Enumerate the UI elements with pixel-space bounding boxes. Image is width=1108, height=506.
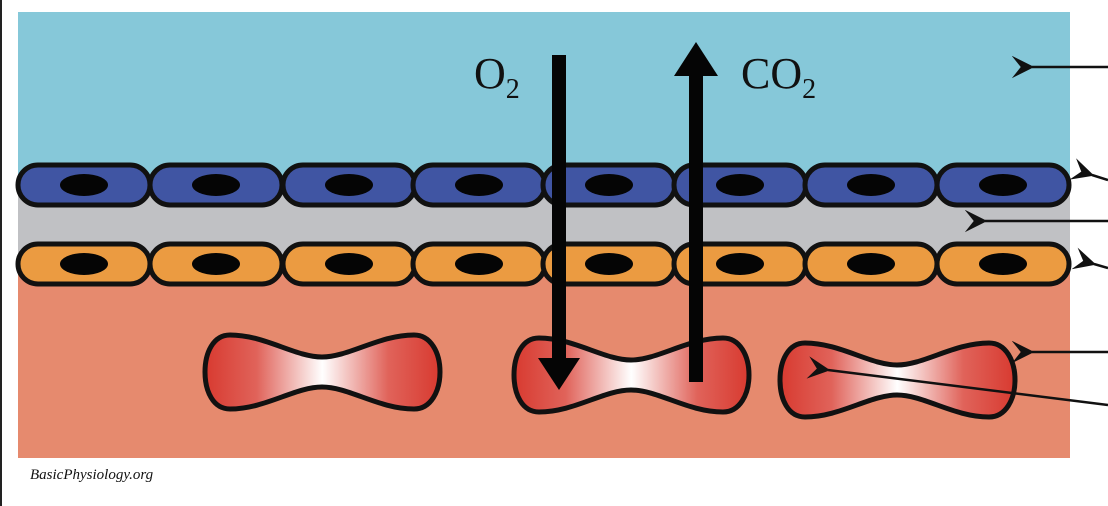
oxygen-diffusion-arrow: [538, 55, 580, 390]
cell-nucleus-icon: [847, 253, 895, 275]
cell-nucleus-icon: [585, 253, 633, 275]
oxygen-label: O2: [474, 49, 520, 105]
cell-nucleus-icon: [585, 174, 633, 196]
alveolar-space: [18, 12, 1070, 184]
cell-nucleus-icon: [979, 253, 1027, 275]
red-blood-cell-icon: [777, 340, 1018, 420]
label-pointers: [806, 55, 1108, 407]
capillary-endothelium: [15, 241, 1072, 287]
cell-nucleus-icon: [325, 174, 373, 196]
cell-nucleus-icon: [192, 174, 240, 196]
red-blood-cell-icon: [202, 332, 443, 412]
source-credit: BasicPhysiology.org: [30, 467, 154, 483]
cell-nucleus-icon: [455, 253, 503, 275]
pointer-epithelium: [1069, 158, 1108, 182]
alveolar-epithelium: [15, 162, 1072, 208]
cell-nucleus-icon: [60, 174, 108, 196]
cell-nucleus-icon: [192, 253, 240, 275]
cell-nucleus-icon: [716, 253, 764, 275]
red-blood-cells: [202, 332, 1018, 420]
cell-nucleus-icon: [716, 174, 764, 196]
image-left-border: [0, 0, 2, 506]
cell-nucleus-icon: [979, 174, 1027, 196]
co2-diffusion-arrow: [674, 42, 718, 382]
co2-label: CO2: [741, 49, 816, 105]
cell-nucleus-icon: [455, 174, 503, 196]
pointer-endothelium: [1071, 247, 1108, 270]
cell-nucleus-icon: [325, 253, 373, 275]
cell-nucleus-icon: [60, 253, 108, 275]
pointer-red-blood-cell: [806, 356, 1108, 407]
cell-nucleus-icon: [847, 174, 895, 196]
